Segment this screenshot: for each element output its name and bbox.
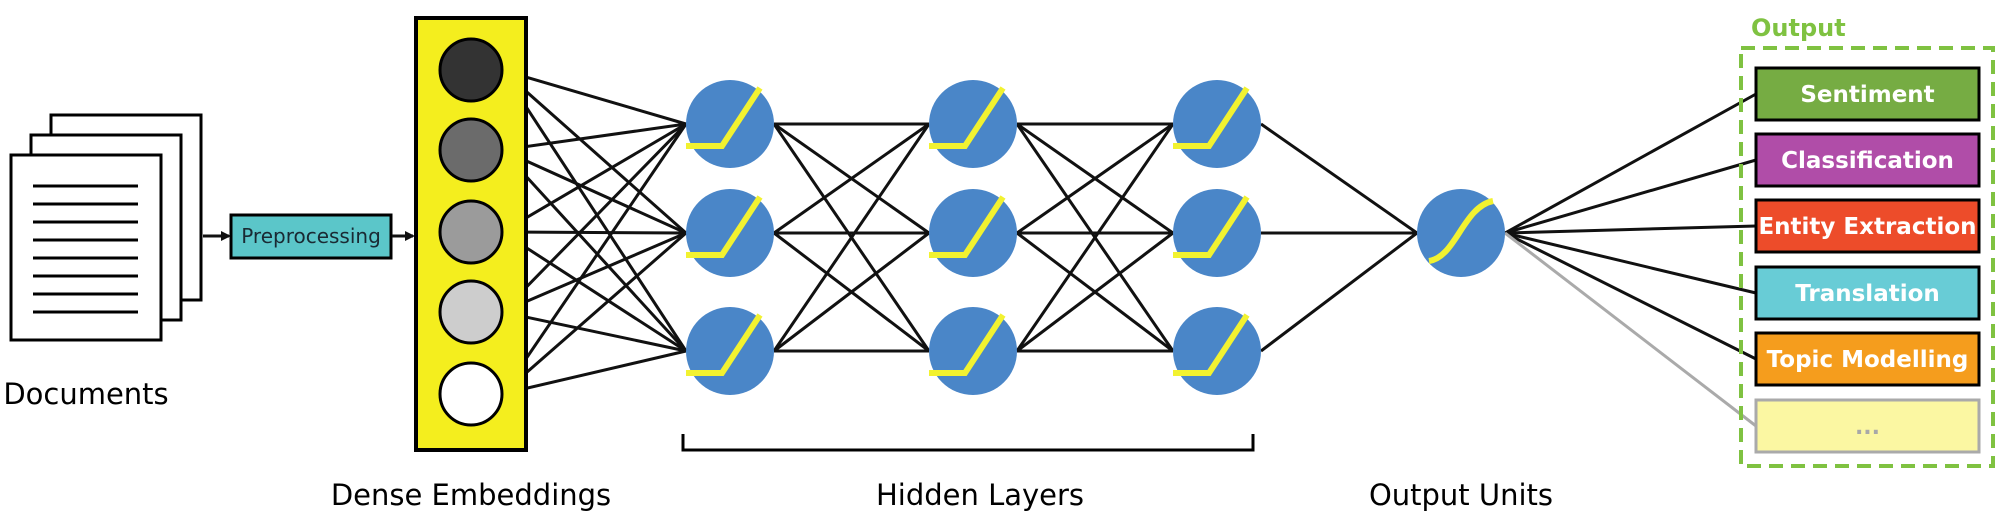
output-task-label: Entity Extraction: [1758, 214, 1976, 240]
connection-line: [1504, 231, 1757, 428]
connection-line: [1015, 123, 1175, 352]
embedding-node: [438, 37, 504, 103]
connection-line: [1504, 224, 1757, 235]
relu-activation-icon: [686, 313, 763, 376]
relu-activation-icon: [1173, 195, 1250, 258]
output-unit-sigmoid: [1417, 189, 1505, 277]
embedding-nodes: [438, 37, 504, 427]
connection-line: [501, 122, 687, 152]
output-task-label: ...: [1855, 415, 1880, 440]
connection-line: [1504, 92, 1757, 235]
hidden-unit-relu: [929, 307, 1017, 395]
embedding-node: [438, 279, 504, 345]
relu-activation-icon: [929, 313, 1006, 376]
connection-line: [501, 230, 687, 353]
relu-activation-icon: [686, 86, 763, 149]
connection-line: [1504, 231, 1757, 361]
documents-stack: [9, 113, 203, 342]
sigmoid-activation-icon: [1428, 198, 1494, 264]
documents-label: Documents: [3, 377, 168, 411]
network-connections: [500, 68, 1757, 428]
hidden-unit-relu: [929, 189, 1017, 277]
connection-line: [501, 122, 687, 234]
hidden-unit-relu: [1173, 189, 1261, 277]
connection-line: [1016, 231, 1174, 353]
output-task-translation: Translation: [1754, 265, 1981, 321]
connection-line: [500, 122, 688, 314]
output-task-label: Classification: [1781, 148, 1954, 174]
connection-line: [500, 148, 688, 353]
hidden-unit-relu: [686, 189, 774, 277]
output-task-label: Translation: [1795, 281, 1940, 307]
hidden-unit-relu: [1173, 80, 1261, 168]
output-group-frame: [1739, 46, 1995, 468]
embedding-node: [438, 361, 504, 427]
connection-line: [1504, 231, 1757, 295]
preprocessing-box: [229, 213, 393, 260]
relu-activation-icon: [929, 195, 1006, 258]
connection-line: [501, 68, 687, 126]
connection-line: [501, 230, 687, 235]
output-group-title: Output: [1751, 14, 1846, 42]
connection-line: [501, 310, 687, 353]
hidden-unit-relu: [686, 80, 774, 168]
connection-line: [500, 123, 688, 395]
output-task-classification: Classification: [1754, 132, 1981, 188]
hidden-unit-relu: [1173, 307, 1261, 395]
hidden-unit-relu: [929, 80, 1017, 168]
connection-line: [1016, 122, 1174, 235]
relu-activation-icon: [1173, 313, 1250, 376]
connection-line: [500, 69, 688, 352]
connection-line: [1260, 122, 1418, 235]
hidden-unit-relu: [686, 307, 774, 395]
relu-activation-icon: [1173, 86, 1250, 149]
connection-line: [501, 349, 687, 396]
output-units-label: Output Units: [1369, 478, 1553, 512]
hidden-layers-bracket: [681, 434, 1255, 452]
output-task-label: Topic Modelling: [1767, 347, 1969, 373]
output-task-label: Sentiment: [1800, 82, 1934, 108]
connection-line: [501, 148, 687, 235]
connection-line: [773, 231, 930, 353]
connection-line: [773, 122, 930, 235]
dense-embeddings-label: Dense Embeddings: [331, 478, 611, 512]
connection-line: [1504, 158, 1757, 235]
embedding-node: [438, 199, 504, 265]
hidden-layers-label: Hidden Layers: [876, 478, 1084, 512]
preprocessing-label: Preprocessing: [241, 224, 381, 248]
document-text-lines-icon: [33, 184, 138, 314]
connection-line: [501, 68, 687, 235]
connection-line: [772, 123, 931, 352]
connection-line: [501, 231, 687, 396]
hidden-layer-units: [686, 80, 1261, 395]
output-task-entity-extraction: Entity Extraction: [1754, 198, 1981, 254]
output-task-sentiment: Sentiment: [1754, 66, 1981, 122]
relu-activation-icon: [929, 86, 1006, 149]
connection-line: [501, 231, 687, 314]
output-task-more: ...: [1754, 398, 1981, 454]
connection-line: [1260, 231, 1418, 353]
embedding-node: [438, 117, 504, 183]
relu-activation-icon: [686, 195, 763, 258]
output-task-topic-modelling: Topic Modelling: [1754, 331, 1981, 387]
